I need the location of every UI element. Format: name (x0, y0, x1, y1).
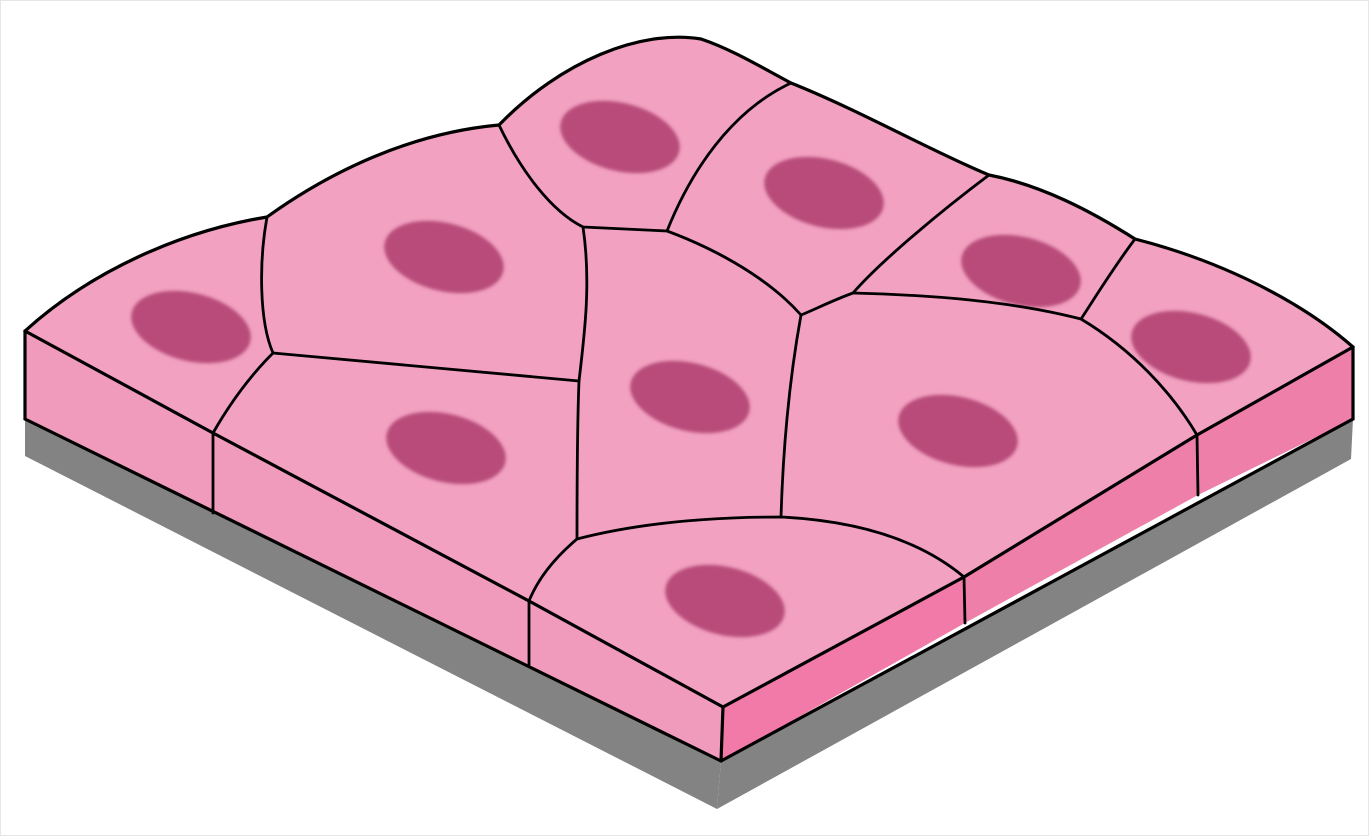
side-divider-4 (1197, 435, 1198, 495)
side-divider-3 (964, 577, 965, 623)
front-corner-edge (721, 707, 723, 761)
